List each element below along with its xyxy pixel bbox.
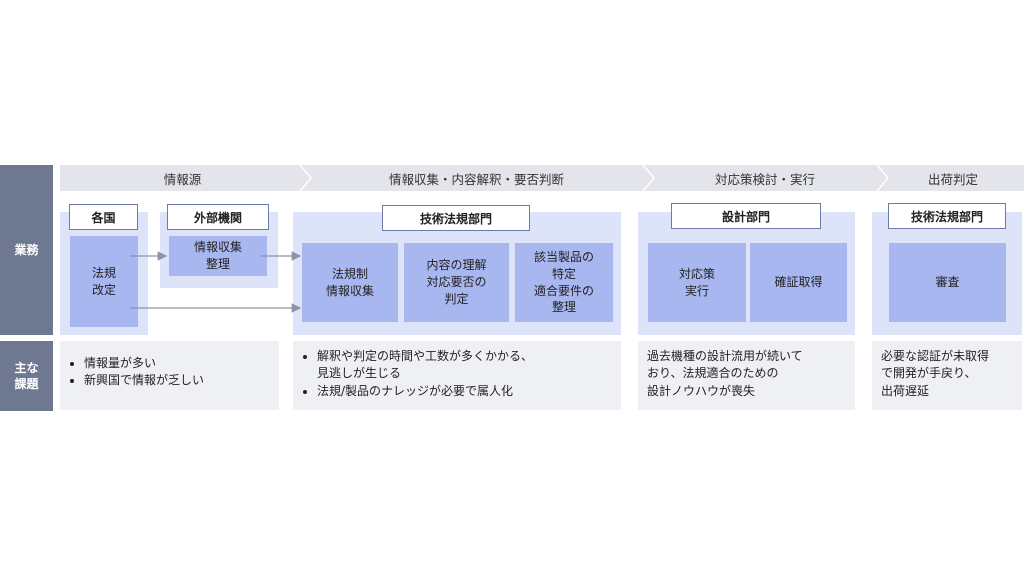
phase-label-source: 情報源 (163, 171, 202, 187)
info-collect-organize-box: 情報収集 整理 (169, 236, 267, 276)
regulation-collect-box: 法規制 情報収集 (302, 243, 398, 322)
phase-chevron-collect (300, 165, 654, 191)
issue-ship: 必要な認証が未取得 で開発が手戻り、 出荷遅延 (872, 341, 1022, 410)
issue-ship-text: 必要な認証が未取得 で開発が手戻り、 出荷遅延 (881, 349, 990, 398)
row-label-business: 業務 (0, 165, 53, 335)
evidence-box: 確証取得 (750, 243, 847, 322)
collect-dept-label: 技術法規部門 (382, 205, 530, 231)
phase-label-collect: 情報収集・内容解釈・要否判断 (388, 171, 564, 187)
issue-execute-text: 過去機種の設計流用が続いて おり、法規適合のための 設計ノウハウが喪失 (647, 349, 803, 398)
issue-collect: 解釈や判定の時間や工数が多くかかる、 見逃しが生じる 法規/製品のナレッジが必要… (293, 341, 621, 410)
issue-source-item: 情報量が多い (84, 355, 273, 372)
countermeasure-box: 対応策 実行 (648, 243, 746, 322)
issue-collect-item: 解釈や判定の時間や工数が多くかかる、 見逃しが生じる (317, 348, 615, 383)
product-identify-box: 該当製品の 特定 適合要件の 整理 (515, 243, 613, 322)
issue-collect-item: 法規/製品のナレッジが必要で属人化 (317, 383, 615, 400)
phase-chevron-bar (60, 164, 1024, 192)
external-agency-label: 外部機関 (167, 204, 269, 230)
issue-source-item: 新興国で情報が乏しい (84, 372, 273, 389)
phase-chevron-source (60, 165, 311, 191)
ship-dept-label: 技術法規部門 (888, 203, 1006, 229)
issue-execute: 過去機種の設計流用が続いて おり、法規適合のための 設計ノウハウが喪失 (638, 341, 855, 410)
issue-source: 情報量が多い 新興国で情報が乏しい (60, 341, 279, 410)
law-revision-box: 法規 改定 (70, 236, 138, 327)
phase-chevron-ship (877, 165, 1024, 191)
row-label-issues: 主な 課題 (0, 341, 53, 411)
countries-label: 各国 (69, 204, 138, 230)
phase-label-execute: 対応策検討・実行 (714, 171, 815, 187)
phase-label-ship: 出荷判定 (927, 171, 978, 187)
design-dept-label: 設計部門 (671, 203, 821, 229)
understand-judge-box: 内容の理解 対応要否の 判定 (404, 243, 509, 322)
review-box: 審査 (889, 243, 1006, 322)
phase-chevron-execute (643, 165, 888, 191)
